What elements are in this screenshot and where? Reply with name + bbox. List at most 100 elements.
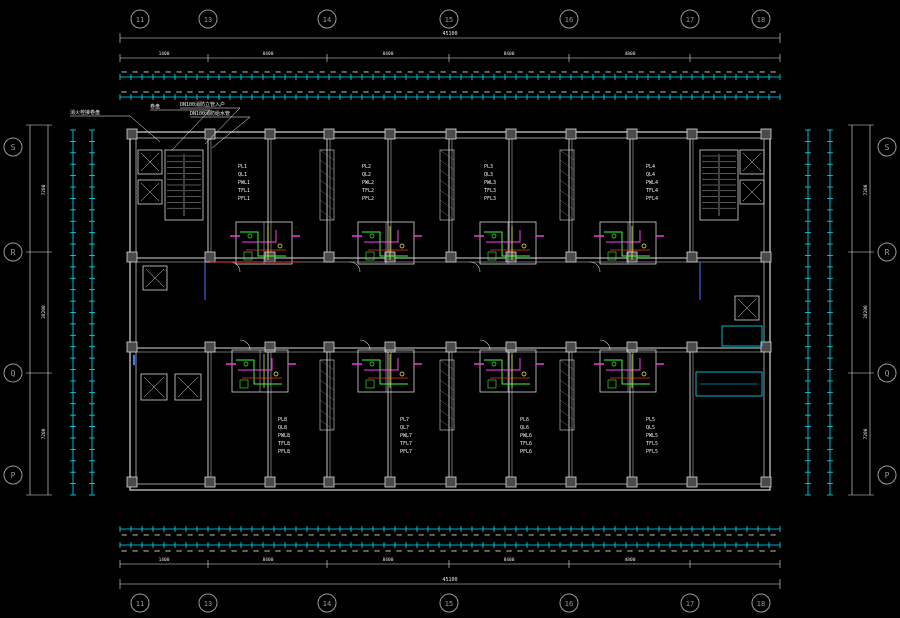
structural-column [760, 251, 772, 263]
dim-fine-text: 300 [671, 70, 677, 74]
structural-column [204, 128, 216, 140]
dim-fine-text: 900 [374, 549, 380, 553]
fixture-wc [487, 379, 497, 389]
dim-fine-text: 900 [440, 549, 446, 553]
bathroom-pod [474, 221, 544, 265]
structural-column [264, 341, 276, 353]
riser-tag-label: PFL7 [400, 449, 412, 455]
dim-fine-text: 300 [363, 533, 369, 537]
dim-fine-text: 900 [308, 90, 314, 94]
dim-fine-text: 900 [209, 90, 215, 94]
grid-bubble-circle [877, 242, 897, 262]
stair-cores [137, 149, 765, 401]
dim-fine-text: 900 [660, 90, 666, 94]
dim-fine-text: 300 [396, 70, 402, 74]
dim-fine-text: 300 [352, 533, 358, 537]
dim-fine-text: 300 [220, 70, 226, 74]
dim-fine-text: 900 [539, 549, 545, 553]
pipe-magenta [364, 358, 399, 371]
building-walls [126, 128, 772, 491]
dim-fine-text: 900 [297, 549, 303, 553]
dim-fine-text: 900 [550, 549, 556, 553]
door-swing [479, 339, 491, 351]
floor-drain [521, 371, 527, 377]
grid-bubble-circle [3, 363, 23, 383]
shaft-hatch [559, 209, 575, 221]
callout: DN100消防给水管 [190, 110, 251, 149]
door-swing [359, 339, 371, 351]
dim-sub-text: 8400 [504, 51, 515, 57]
dim-fine-text: 900 [253, 90, 259, 94]
dim-fine-text: 900 [561, 549, 567, 553]
dim-fine-text: 300 [143, 533, 149, 537]
pipe-magenta [486, 230, 521, 243]
dim-fine-text: 900 [473, 90, 479, 94]
dim-fine-text: 900 [143, 549, 149, 553]
dim-fine-text: 900 [627, 549, 633, 553]
shaft-hatch [319, 359, 335, 371]
grid-bubble-label: 17 [686, 16, 694, 24]
dim-fine-text: 300 [418, 533, 424, 537]
floor-drain [611, 233, 617, 239]
dim-fine-text: 300 [517, 70, 523, 74]
dim-fine-text: 300 [308, 70, 314, 74]
grid-bubble-label: 14 [323, 16, 331, 24]
dim-fine-text: 300 [242, 70, 248, 74]
grid-bubble-circle [439, 593, 459, 613]
pipe-green [240, 231, 286, 257]
dim-fine-text: 300 [330, 70, 336, 74]
callout: DN100消防立管入户 [180, 101, 241, 145]
dim-fine-text: 300 [275, 70, 281, 74]
dim-fine-text: 900 [341, 90, 347, 94]
dim-fine-text: 900 [671, 90, 677, 94]
structural-column [626, 476, 638, 488]
dim-fine-text: 300 [154, 70, 160, 74]
dim-fine-text: 300 [429, 533, 435, 537]
dim-fine-text: 900 [385, 90, 391, 94]
grid-bubble-col: 14 [317, 593, 337, 613]
riser-tag-label: PFL3 [484, 196, 496, 202]
lift-shaft [142, 265, 168, 291]
pipe-green [484, 231, 530, 257]
dim-fine-text: 300 [176, 70, 182, 74]
shaft-hatch [559, 359, 575, 371]
grid-bubble-circle [317, 593, 337, 613]
dim-fine-text: 300 [660, 70, 666, 74]
structural-column [384, 128, 396, 140]
dim-fine-text: 900 [759, 549, 765, 553]
grid-bubble-label: 14 [323, 600, 331, 608]
dim-fine-text: 300 [682, 533, 688, 537]
shaft-hatch [559, 149, 575, 161]
bathroom-pod [226, 349, 296, 393]
dim-fine-text: 300 [671, 533, 677, 537]
dim-fine-text: 300 [165, 70, 171, 74]
fixture-wc [607, 379, 617, 389]
dim-fine-text: 900 [165, 549, 171, 553]
lift-shaft [137, 179, 163, 205]
lift-cross [737, 298, 757, 318]
shaft-hatch [439, 389, 455, 401]
dim-fine-text: 900 [528, 549, 534, 553]
grid-bubble-circle [559, 9, 579, 29]
shaft-hatch [439, 179, 455, 191]
dim-fine-text: 900 [462, 549, 468, 553]
structural-column [565, 251, 577, 263]
dim-fine-text: 900 [308, 549, 314, 553]
dim-sub-text: 4800 [625, 557, 636, 563]
lift-shaft [140, 373, 168, 401]
callout: 卷盘 [150, 103, 211, 151]
floor-drain [273, 371, 279, 377]
dim-fine-text: 900 [583, 90, 589, 94]
structural-column [686, 341, 698, 353]
shaft-hatch [439, 149, 455, 161]
dim-fine-text: 900 [253, 549, 259, 553]
riser-tag-label: PL2 [362, 164, 371, 170]
grid-bubble-circle [877, 465, 897, 485]
fixture-wc [365, 251, 375, 261]
dim-fine-text: 300 [550, 533, 556, 537]
dim-fine-text: 900 [143, 90, 149, 94]
shaft-hatch [319, 409, 335, 421]
